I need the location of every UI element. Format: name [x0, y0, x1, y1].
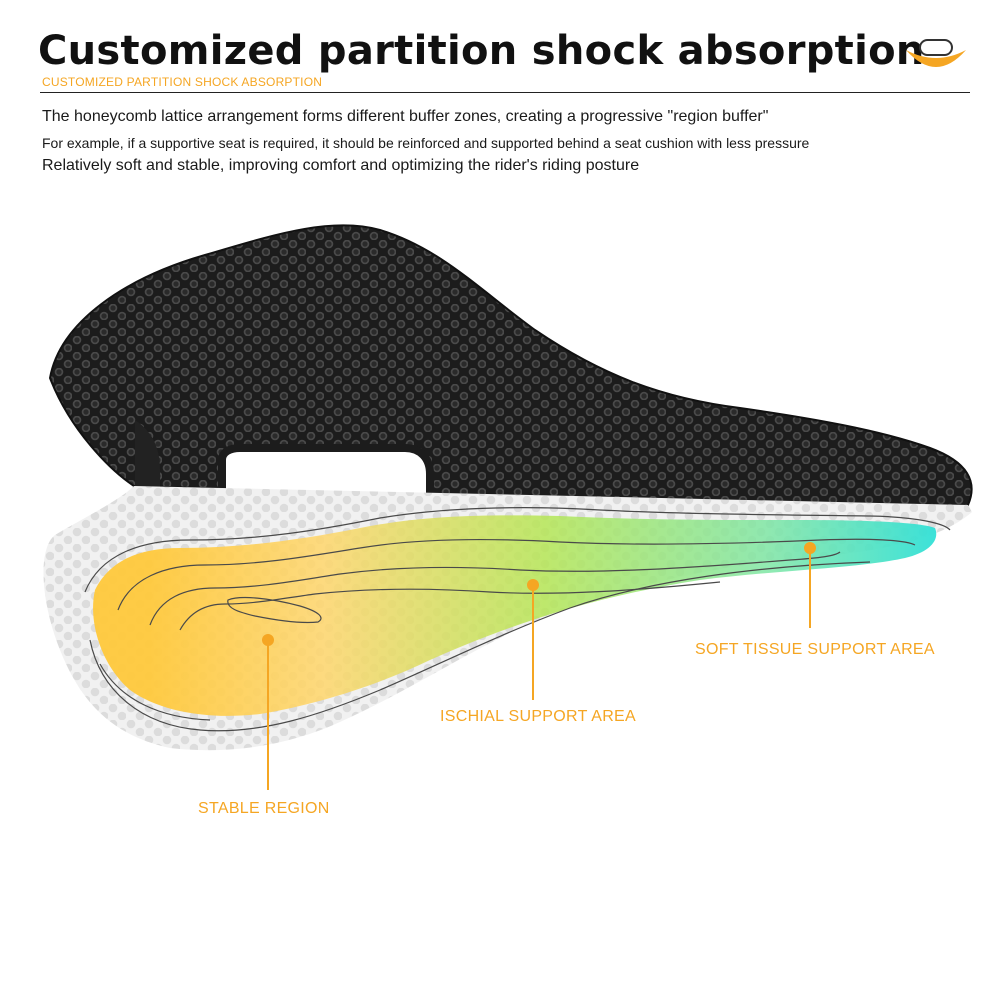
header-divider: [40, 92, 970, 93]
ischial-marker: [527, 579, 539, 591]
saddle-logo-icon: [906, 39, 966, 67]
callout-lines: [262, 542, 816, 790]
page-title: Customized partition shock absorption: [38, 28, 925, 74]
description-line-2: For example, if a supportive seat is req…: [42, 135, 810, 151]
contour-lines: [84, 507, 951, 732]
ischial-support-label: ISCHIAL SUPPORT AREA: [440, 708, 636, 725]
carbon-rail: [135, 420, 160, 490]
stable-region-label: STABLE REGION: [198, 800, 330, 817]
saddle-top-shell: [48, 224, 973, 514]
pressure-zone-map: [93, 515, 937, 716]
description-line-1: The honeycomb lattice arrangement forms …: [42, 108, 769, 125]
soft-tissue-support-label: SOFT TISSUE SUPPORT AREA: [695, 641, 935, 658]
description-line-3: Relatively soft and stable, improving co…: [42, 157, 640, 174]
saddle-illustration: [43, 224, 973, 790]
soft-tissue-marker: [804, 542, 816, 554]
page-subtitle: CUSTOMIZED PARTITION SHOCK ABSORPTION: [42, 75, 323, 89]
stable-marker: [262, 634, 274, 646]
